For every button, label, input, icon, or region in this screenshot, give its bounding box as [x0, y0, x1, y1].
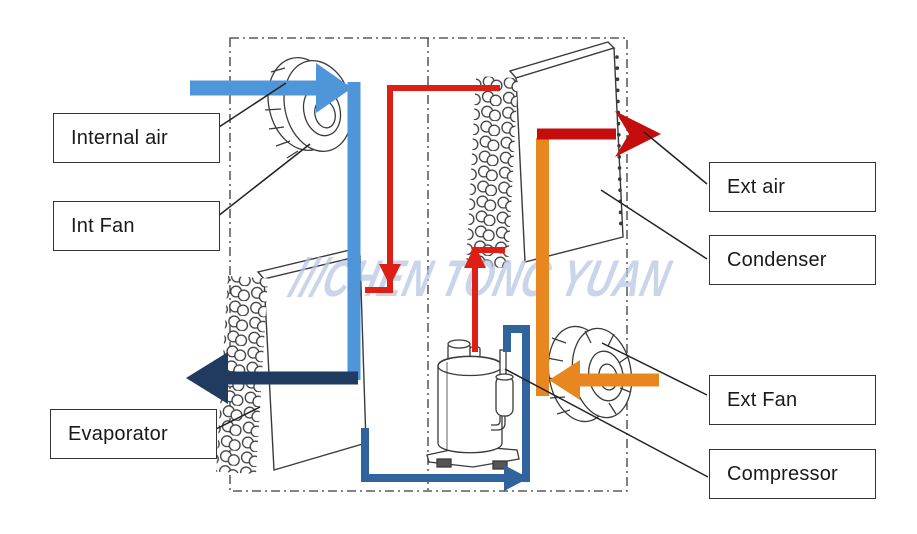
unit-enclosures	[229, 37, 628, 492]
label-condenser-text: Condenser	[727, 248, 827, 271]
external-airflow	[536, 138, 659, 400]
refrigerant-pipe-condenser-to-evaporator	[365, 85, 500, 293]
label-int-fan-text: Int Fan	[71, 214, 135, 237]
label-evaporator-text: Evaporator	[68, 422, 168, 445]
leader-evaporator	[209, 406, 261, 433]
internal-air-flow	[190, 63, 361, 380]
right-arrowhead	[316, 63, 352, 113]
accumulator	[495, 375, 514, 417]
compressor-illustration	[426, 339, 520, 470]
label-compressor: Compressor	[709, 449, 876, 499]
accumulator-top	[495, 373, 514, 381]
label-evaporator: Evaporator	[50, 409, 217, 459]
compressor-body	[437, 355, 503, 454]
label-int-fan: Int Fan	[53, 201, 220, 251]
chevron-arrowhead	[615, 111, 661, 157]
left-arrowhead	[549, 360, 580, 400]
compressor-cap-top	[447, 339, 471, 349]
label-condenser: Condenser	[709, 235, 876, 285]
compressor-foot	[436, 458, 452, 468]
left-arrowhead	[186, 352, 228, 404]
right-arrowhead	[504, 465, 529, 491]
suction-pipe-evaporator-to-compressor	[361, 325, 530, 491]
down-arrowhead	[379, 264, 401, 286]
label-compressor-text: Compressor	[727, 462, 838, 485]
condenser-panel	[515, 47, 624, 263]
leader-ext-air	[643, 131, 708, 185]
leader-lines	[209, 82, 709, 478]
leader-ext-fan	[601, 342, 708, 396]
label-internal-air-text: Internal air	[71, 126, 168, 149]
watermark-text: CHEN TONG YUAN	[317, 250, 676, 308]
up-arrowhead	[464, 245, 486, 268]
leader-internal-air	[212, 82, 287, 132]
watermark: /// CHEN TONG YUAN	[283, 249, 676, 309]
label-ext-fan: Ext Fan	[709, 375, 876, 425]
label-ext-air-text: Ext air	[727, 175, 786, 198]
leader-compressor	[504, 368, 709, 478]
condenser-coil-loops	[466, 75, 518, 268]
red-pipe-liquid-line	[365, 85, 500, 293]
label-internal-air: Internal air	[53, 113, 220, 163]
suction-pipe	[361, 325, 530, 482]
leader-condenser	[600, 189, 708, 260]
cold-air-out-arrow	[186, 352, 358, 404]
label-ext-air: Ext air	[709, 162, 876, 212]
compressor-foot	[492, 460, 508, 470]
label-ext-fan-text: Ext Fan	[727, 388, 798, 411]
refrigerant-pipe-compressor-to-condenser	[464, 245, 505, 352]
int-fan-illustration	[264, 57, 353, 159]
ext-air-out-arrow	[537, 111, 661, 157]
accumulator-elbow	[491, 416, 506, 431]
leader-int-fan	[212, 143, 311, 221]
